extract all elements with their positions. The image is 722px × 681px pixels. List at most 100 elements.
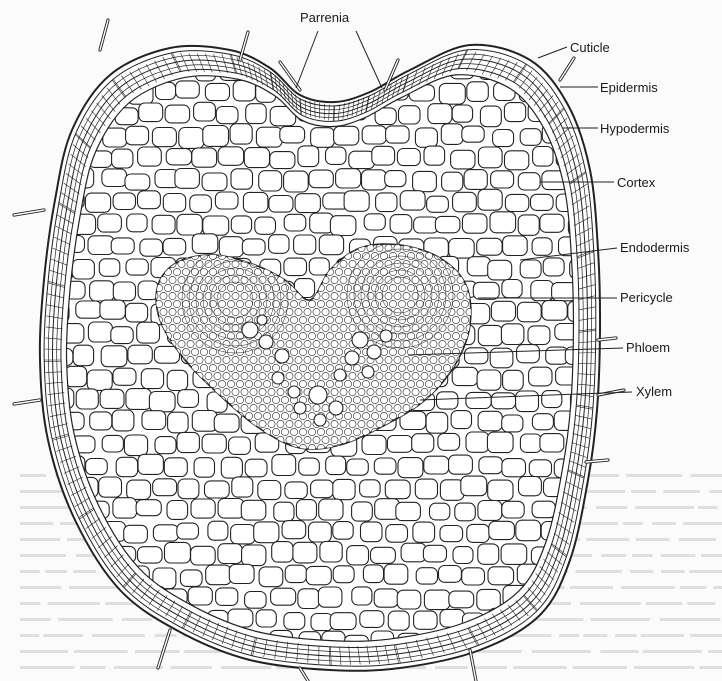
stele-cell [430, 356, 437, 363]
cortex-cell [177, 523, 199, 539]
cortex-cell [306, 566, 331, 584]
stele-cell [241, 372, 248, 379]
stele-cell [313, 356, 320, 363]
cortex-cell [271, 588, 296, 605]
cortex-cell [437, 392, 458, 409]
cortex-cell [503, 370, 524, 390]
stele-cell [268, 388, 275, 395]
stele-cell [281, 412, 288, 419]
cortex-cell [529, 367, 552, 386]
stele-cell [421, 260, 428, 267]
bleed-text [576, 570, 622, 573]
stele-cell [254, 364, 261, 371]
stele-cell [443, 364, 450, 371]
cortex-cell [49, 564, 70, 584]
stele-cell [421, 372, 428, 379]
stele-cell [164, 316, 171, 323]
stele-cell [223, 292, 230, 299]
cortex-cell [76, 301, 102, 318]
bleed-text [122, 618, 153, 621]
stele-cell [331, 356, 338, 363]
stele-cell [254, 412, 261, 419]
stele-cell [430, 324, 437, 331]
stele-cell [371, 380, 378, 387]
stele-cell [457, 324, 464, 331]
stele-cell [245, 396, 252, 403]
cortex-cell [242, 545, 266, 566]
stele-cell [317, 428, 324, 435]
cortex-cell [177, 432, 199, 452]
cortex-cell [218, 544, 242, 564]
stele-cell [349, 420, 356, 427]
vessel [367, 345, 381, 359]
stele-cell [290, 316, 297, 323]
cortex-cell [504, 103, 525, 122]
stele-cell [322, 308, 329, 315]
root-hair-core [470, 650, 476, 681]
cortex-cell [241, 500, 265, 520]
cortex-cell [532, 238, 552, 256]
stele-cell [214, 372, 221, 379]
cortex-cell [397, 590, 421, 609]
stele-cell [335, 284, 342, 291]
stele-cell [344, 396, 351, 403]
cortex-cell [479, 457, 503, 474]
bleed-text [679, 538, 717, 541]
cortex-cell [400, 191, 425, 210]
stele-cell [322, 356, 329, 363]
cortex-cell [478, 411, 502, 431]
bleed-text [630, 570, 653, 573]
stele-cell [218, 364, 225, 371]
cortex-cell [59, 64, 81, 81]
stele-cell [268, 276, 275, 283]
cortex-cell [390, 215, 412, 234]
stele-cell [187, 292, 194, 299]
stele-cell [205, 372, 212, 379]
stele-cell [191, 268, 198, 275]
cortex-cell [336, 169, 361, 188]
stele-cell [389, 252, 396, 259]
cortex-cell [360, 611, 384, 628]
stele-cell [263, 380, 270, 387]
stele-cell [407, 396, 414, 403]
stele-cell [236, 284, 243, 291]
bleed-text [615, 634, 637, 637]
bleed-text [621, 586, 675, 589]
bleed-text [710, 490, 722, 493]
stele-cell [299, 380, 306, 387]
cortex-cell [473, 282, 499, 299]
cortex-cell [177, 214, 202, 235]
cortex-cell [176, 81, 200, 98]
cortex-cell [128, 345, 152, 364]
stele-cell [277, 340, 284, 347]
stele-cell [286, 324, 293, 331]
stele-cell [286, 436, 293, 443]
stele-cell [196, 356, 203, 363]
cortex-cell [100, 300, 125, 319]
stele-cell [349, 372, 356, 379]
cortex-cell [384, 564, 408, 584]
stele-cell [241, 292, 248, 299]
stele-cell [403, 372, 410, 379]
bleed-text [20, 474, 46, 477]
cortex-cell [571, 654, 595, 673]
cortex-cell [449, 591, 474, 608]
cortex-cell [99, 259, 120, 277]
stele-cell [398, 396, 405, 403]
stele-cell [344, 268, 351, 275]
cortex-cell [584, 62, 605, 82]
bleed-text [663, 490, 700, 493]
cortex-cell [137, 322, 160, 343]
bleed-text [623, 522, 643, 525]
cortex-cell [520, 129, 541, 146]
stele-cell [389, 396, 396, 403]
vessel [259, 335, 273, 349]
stele-cell [421, 388, 428, 395]
stele-cell [340, 340, 347, 347]
bleed-text [20, 618, 51, 621]
stele-cell [254, 396, 261, 403]
cortex-cell [206, 657, 228, 674]
bleed-text [20, 570, 40, 573]
stele-cell [299, 348, 306, 355]
cortex-cell [188, 587, 212, 605]
